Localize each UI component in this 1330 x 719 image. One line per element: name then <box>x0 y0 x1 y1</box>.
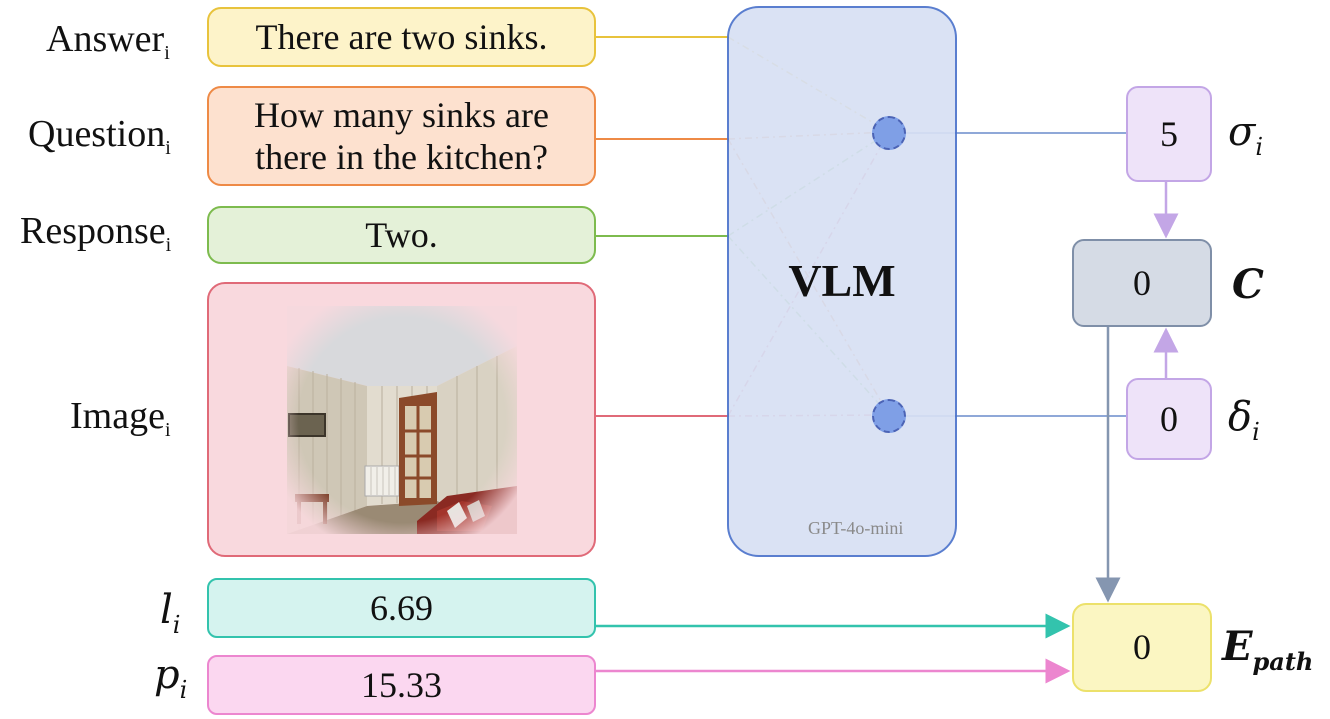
image-label: Imagei <box>70 395 171 441</box>
image-box <box>207 282 596 557</box>
c-box: 0 <box>1072 239 1212 327</box>
answer-text: There are two sinks. <box>255 16 548 57</box>
sigma-box: 5 <box>1126 86 1212 182</box>
delta-box: 0 <box>1126 378 1212 460</box>
sigma-label: σi <box>1228 109 1263 161</box>
p-value: 15.33 <box>361 664 442 705</box>
delta-label: δi <box>1228 394 1260 446</box>
question-label: Questioni <box>28 113 171 159</box>
l-value: 6.69 <box>370 587 433 628</box>
question-text-line2: there in the kitchen? <box>255 137 548 177</box>
e-path-box: 0 <box>1072 603 1212 692</box>
sigma-value: 5 <box>1160 113 1178 154</box>
answer-label: Answeri <box>46 18 170 64</box>
question-box: How many sinks are there in the kitchen? <box>207 86 596 186</box>
delta-value: 0 <box>1160 398 1178 439</box>
sigma-node <box>872 116 906 150</box>
question-text-line1: How many sinks are <box>254 94 549 135</box>
response-text: Two. <box>365 214 438 255</box>
p-box: 15.33 <box>207 655 596 715</box>
delta-node <box>872 399 906 433</box>
vlm-model-label: GPT-4o-mini <box>808 518 904 538</box>
response-box: Two. <box>207 206 596 264</box>
answer-box: There are two sinks. <box>207 7 596 67</box>
room-image <box>286 305 517 534</box>
c-label: C <box>1232 261 1264 308</box>
p-label: pi <box>154 652 188 704</box>
l-label: li <box>160 587 181 639</box>
e-path-value: 0 <box>1133 627 1151 668</box>
response-label: Responsei <box>20 210 172 256</box>
vlm-box <box>727 6 957 557</box>
c-value: 0 <box>1133 262 1151 303</box>
l-box: 6.69 <box>207 578 596 638</box>
e-path-label: Epath <box>1222 623 1314 676</box>
vlm-title: VLM <box>788 255 896 306</box>
